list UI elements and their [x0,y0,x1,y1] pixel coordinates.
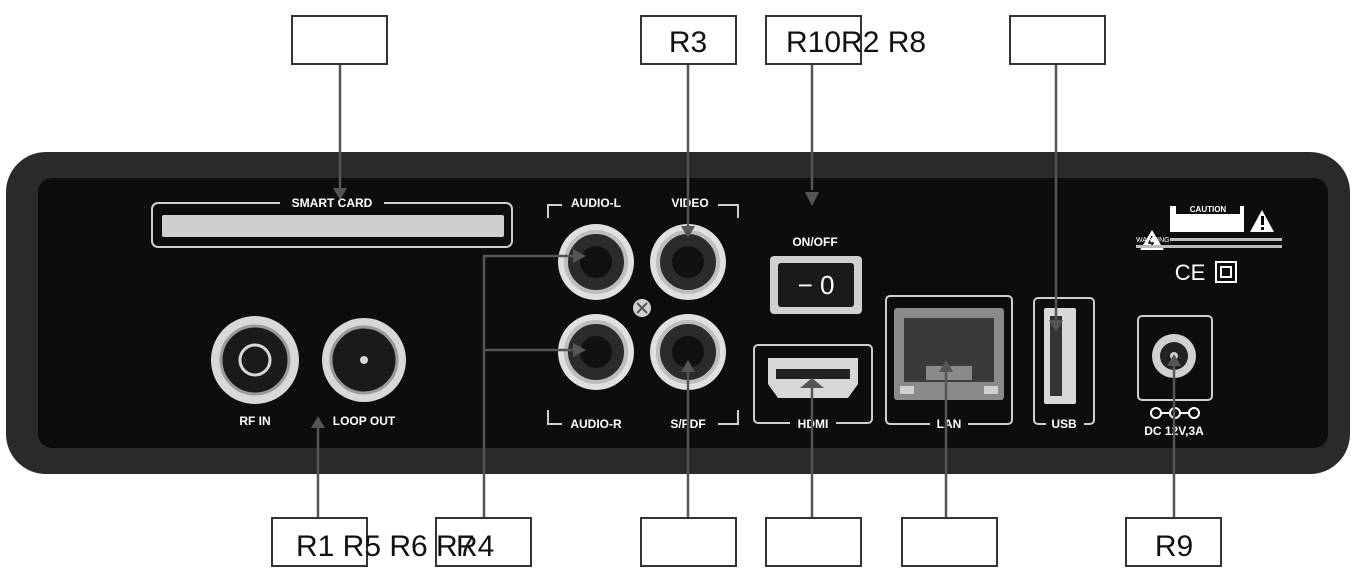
callout-box-audio [435,517,532,567]
on-off-label: ON/OFF [792,235,837,249]
av-bracket-frame [547,204,739,425]
leader-audio [482,254,575,518]
callout-r4: R4 [456,530,494,563]
smart-card-slot [162,215,504,237]
lan-label: LAN [937,417,962,431]
ce-mark: CE [1175,260,1206,285]
callout-box-video [640,15,737,65]
double-insulation-icon [1215,261,1237,283]
callout-r10-r2-r8: R10R2 R8 [786,26,926,59]
screw-icon [633,299,651,317]
callout-box-lan [901,517,998,567]
smart-card-label: SMART CARD [292,196,373,210]
callout-box-smart-card [291,15,388,65]
video-jack [650,224,726,300]
callout-box-dc [1125,517,1222,567]
leader-lines [316,64,1176,518]
audio-r-jack [558,314,634,390]
callout-box-loop-out [271,517,368,567]
loop-out-label: LOOP OUT [333,414,396,428]
callout-box-on-off [765,15,862,65]
callout-box-spdif [640,517,737,567]
audio-l-jack [558,224,634,300]
callout-r9: R9 [1155,530,1193,563]
callout-box-hdmi [765,517,862,567]
audio-r-label: AUDIO-R [570,417,622,431]
callout-r1-r5-r6: R1 R5 R6 R7 [296,530,474,563]
video-label: VIDEO [671,196,708,210]
callout-box-usb [1009,15,1106,65]
rf-in-connector [211,316,299,404]
power-switch [778,263,854,307]
power-switch-symbol: − 0 [798,270,835,300]
leader-arrowheads [311,188,1181,428]
exclamation-icon [1250,210,1274,232]
usb-label: USB [1051,417,1077,431]
warning-text: WARNING [1136,237,1170,244]
rf-in-label: RF IN [239,414,270,428]
loop-out-connector [322,318,406,402]
callout-r3: R3 [669,26,707,59]
caution-label: CAUTION [1190,205,1227,214]
audio-l-label: AUDIO-L [571,196,621,210]
spdif-jack [650,314,726,390]
